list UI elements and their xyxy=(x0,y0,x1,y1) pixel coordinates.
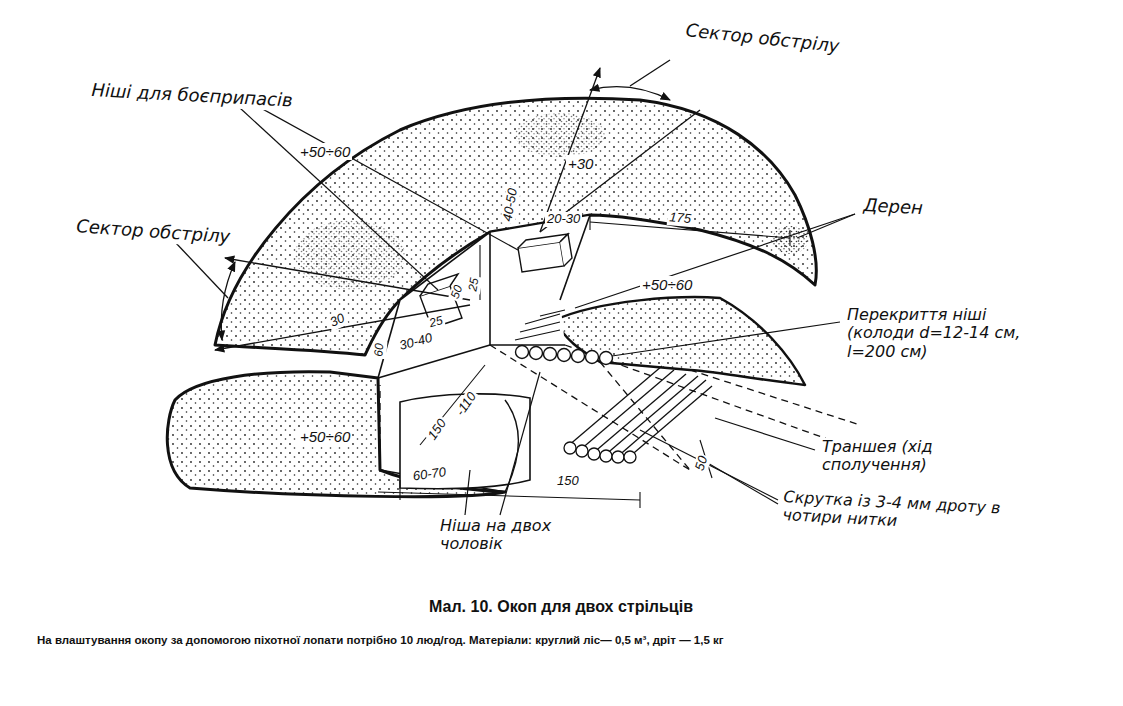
dimension-number: 60-70 xyxy=(410,465,449,485)
sector-label: Сектор обстрілу xyxy=(74,216,233,248)
note-text: На влаштування окопу за допомогою піхотн… xyxy=(35,634,726,647)
niche-label: Ніша на двох чоловік xyxy=(438,517,617,554)
parapet-shade xyxy=(515,113,605,157)
dimension-number: 25 xyxy=(466,275,483,294)
height-mark: +50÷60 xyxy=(640,276,694,293)
height-mark: +30 xyxy=(566,155,595,172)
dimension-number: 150 xyxy=(555,474,581,489)
man-niche-arch xyxy=(505,400,518,492)
height-mark: +50÷60 xyxy=(298,428,352,445)
pit-edges xyxy=(378,215,590,492)
dimension-number: 30-40 xyxy=(396,330,436,354)
wire-label: Скрутка із 3-4 мм дроту в чотири нитки xyxy=(780,488,1041,538)
figure-caption: Мал. 10. Окоп для двох стрільців xyxy=(427,598,695,616)
dimension-number: -110 xyxy=(452,388,481,420)
dimension-number: 60 xyxy=(372,341,387,359)
dimension-number: 150 xyxy=(424,415,451,445)
dimension-number: 20-30 xyxy=(545,212,582,227)
sector-label: Сектор обстрілу xyxy=(683,20,843,57)
dimension-number: 40-50 xyxy=(500,185,521,224)
log-bundle xyxy=(568,366,712,458)
niche-label: Ніші для боєприпасів xyxy=(89,80,295,111)
dimension-line xyxy=(378,214,790,508)
log-row-hatch xyxy=(515,310,565,340)
cover-label: Перекриття ніші (колоди d=12-14 см, l=20… xyxy=(845,306,1024,361)
dimension-number: 30 xyxy=(326,310,349,331)
dimension-number: 50 xyxy=(448,282,467,303)
dimension-number: 50 xyxy=(692,452,712,474)
leader-line xyxy=(240,102,855,515)
height-mark: +50÷60 xyxy=(298,143,352,160)
turf-label: Дерен xyxy=(861,195,925,219)
log-row xyxy=(516,346,613,365)
log-ends xyxy=(564,442,636,463)
cover-mound xyxy=(555,297,805,385)
dimension-number: 175 xyxy=(667,210,694,227)
dimension-number: 25 xyxy=(426,314,446,332)
trench-label: Траншея (хід сполучення) xyxy=(820,438,1009,475)
pit xyxy=(378,215,590,378)
